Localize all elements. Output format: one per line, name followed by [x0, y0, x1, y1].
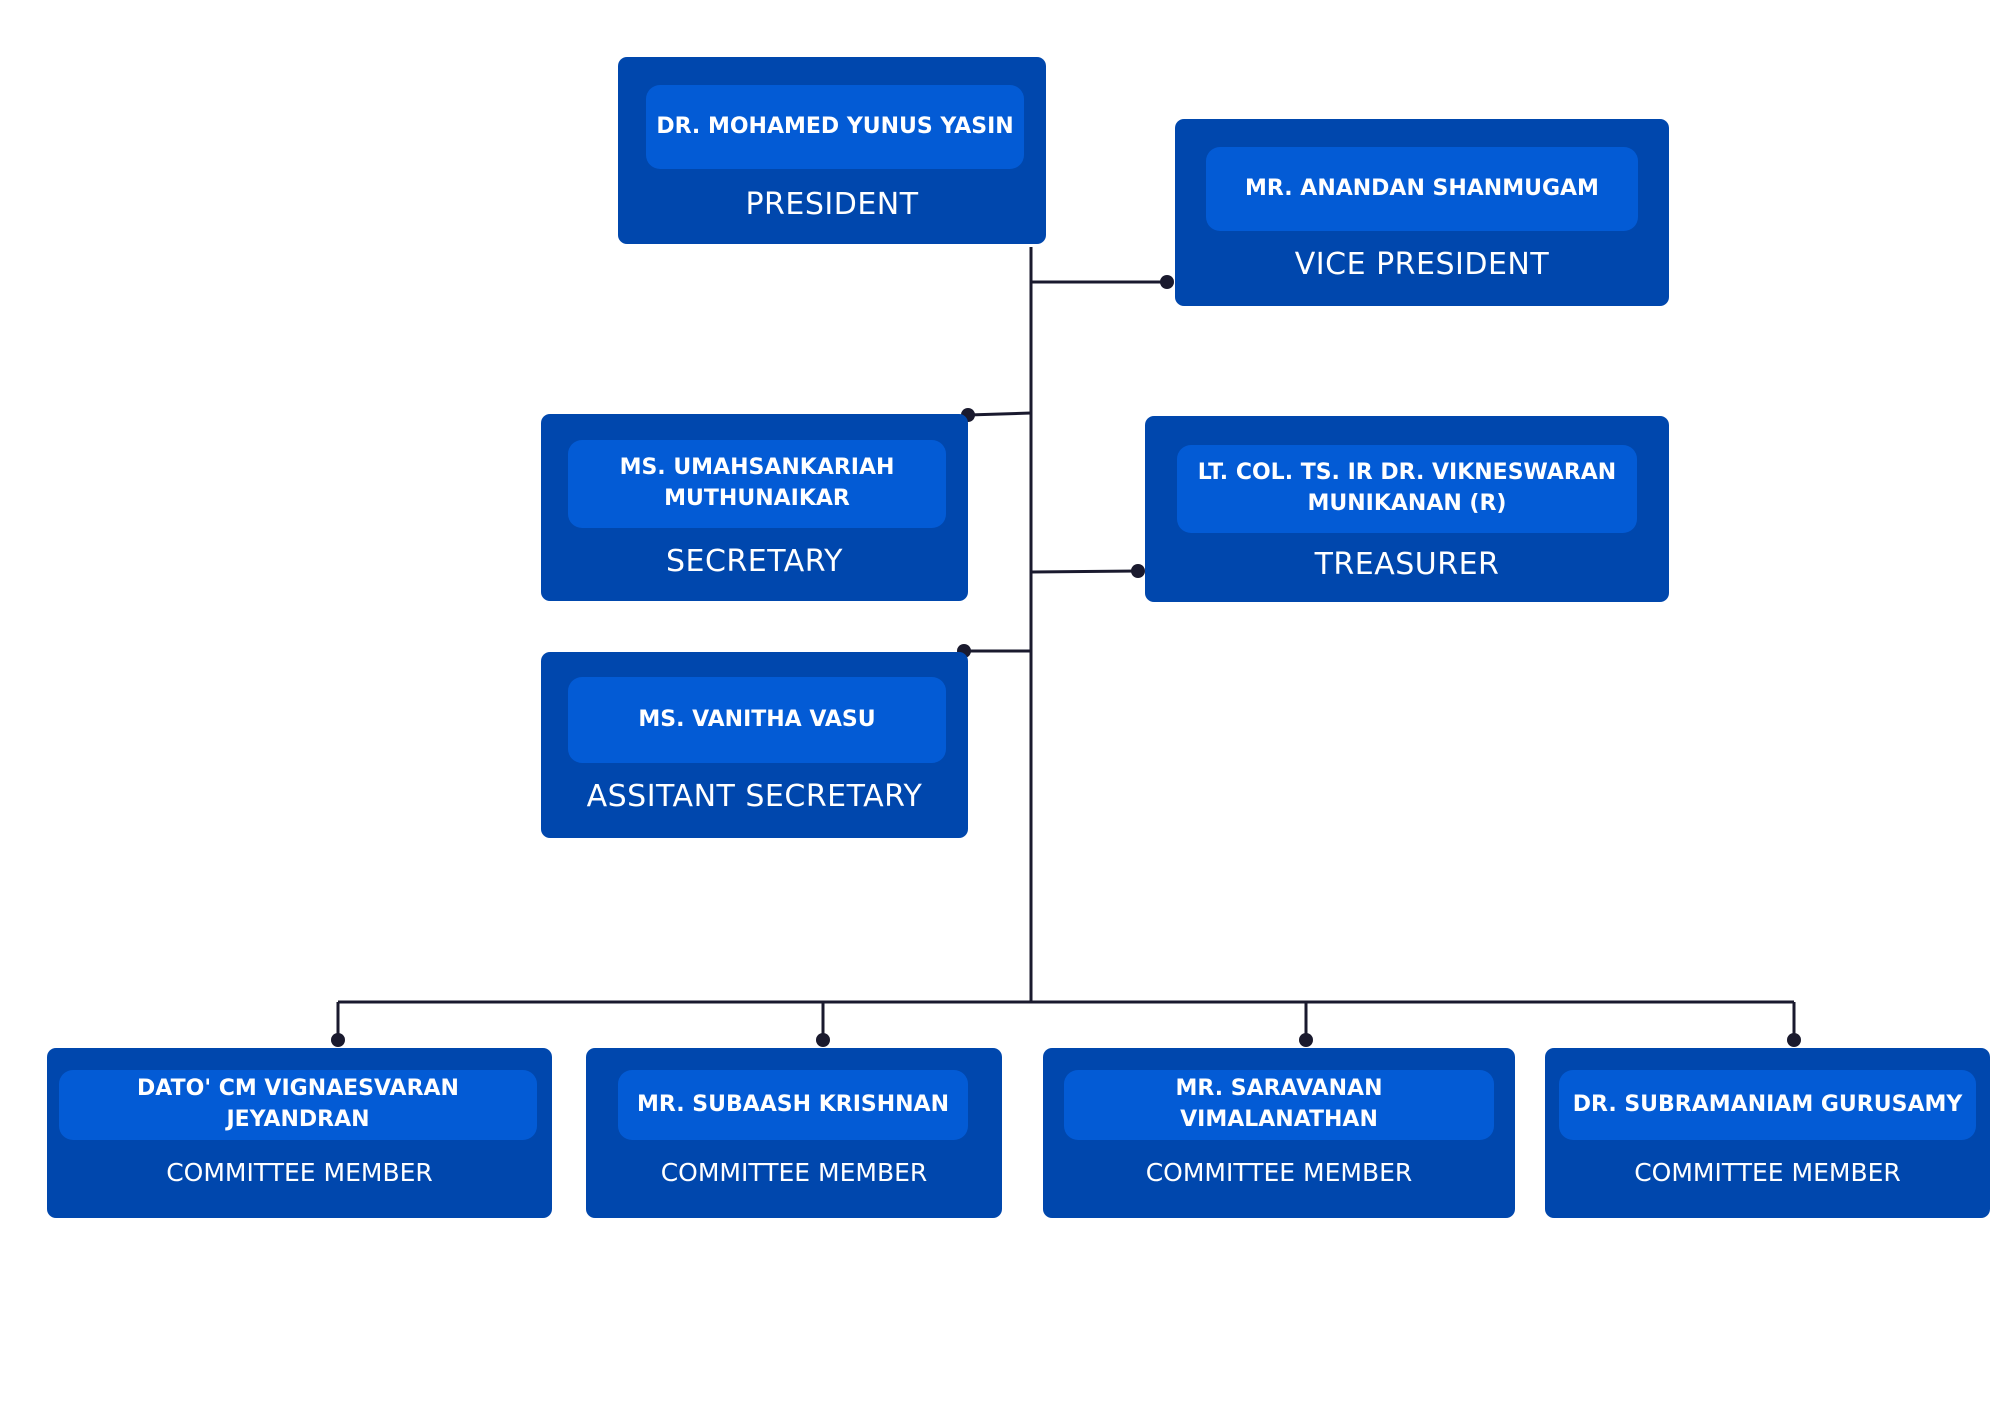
committee-member-card-2: MR. SUBAASH KRISHNAN COMMITTEE MEMBER: [586, 1048, 1002, 1218]
secretary-branch-line: [967, 411, 1032, 417]
committee-member-card-3: MR. SARAVANAN VIMALANATHAN COMMITTEE MEM…: [1043, 1048, 1515, 1218]
committee-connector-dot-3: [1299, 1033, 1313, 1047]
committee-connector-dot-2: [816, 1033, 830, 1047]
vice-president-card: MR. ANANDAN SHANMUGAM VICE PRESIDENT: [1175, 119, 1669, 306]
secretary-name: MS. UMAHSANKARIAH MUTHUNAIKAR: [568, 440, 946, 528]
committee-member-name-3: MR. SARAVANAN VIMALANATHAN: [1064, 1070, 1494, 1140]
vice-president-role: VICE PRESIDENT: [1294, 247, 1550, 282]
vp-connector-dot: [1160, 275, 1174, 289]
vice-president-name: MR. ANANDAN SHANMUGAM: [1206, 147, 1638, 231]
assistant-secretary-name: MS. VANITHA VASU: [568, 677, 946, 763]
president-card: DR. MOHAMED YUNUS YASIN PRESIDENT: [618, 57, 1046, 244]
committee-member-role-1: COMMITTEE MEMBER: [166, 1158, 433, 1187]
president-role: PRESIDENT: [745, 187, 919, 222]
president-name: DR. MOHAMED YUNUS YASIN: [646, 85, 1024, 169]
committee-member-name-1: DATO' CM VIGNAESVARAN JEYANDRAN: [59, 1070, 537, 1140]
treasurer-card: LT. COL. TS. IR DR. VIKNESWARAN MUNIKANA…: [1145, 416, 1669, 602]
committee-member-name-4: DR. SUBRAMANIAM GURUSAMY: [1559, 1070, 1976, 1140]
committee-member-role-3: COMMITTEE MEMBER: [1145, 1158, 1413, 1187]
assistant-secretary-card: MS. VANITHA VASU ASSITANT SECRETARY: [541, 652, 968, 838]
committee-member-role-2: COMMITTEE MEMBER: [660, 1158, 928, 1187]
treasurer-role: TREASURER: [1314, 547, 1500, 582]
committee-connector-dot-4: [1787, 1033, 1801, 1047]
committee-member-role-4: COMMITTEE MEMBER: [1634, 1158, 1901, 1187]
treasurer-name: LT. COL. TS. IR DR. VIKNESWARAN MUNIKANA…: [1177, 445, 1637, 533]
secretary-role: SECRETARY: [665, 544, 843, 579]
committee-connector-dot-1: [331, 1033, 345, 1047]
committee-member-name-2: MR. SUBAASH KRISHNAN: [618, 1070, 968, 1140]
treasurer-branch-line: [1030, 569, 1139, 574]
treasurer-connector-dot: [1131, 564, 1145, 578]
secretary-card: MS. UMAHSANKARIAH MUTHUNAIKAR SECRETARY: [541, 414, 968, 601]
committee-member-card-4: DR. SUBRAMANIAM GURUSAMY COMMITTEE MEMBE…: [1545, 1048, 1990, 1218]
assistant-secretary-role: ASSITANT SECRETARY: [586, 779, 923, 814]
committee-member-card-1: DATO' CM VIGNAESVARAN JEYANDRAN COMMITTE…: [47, 1048, 552, 1218]
